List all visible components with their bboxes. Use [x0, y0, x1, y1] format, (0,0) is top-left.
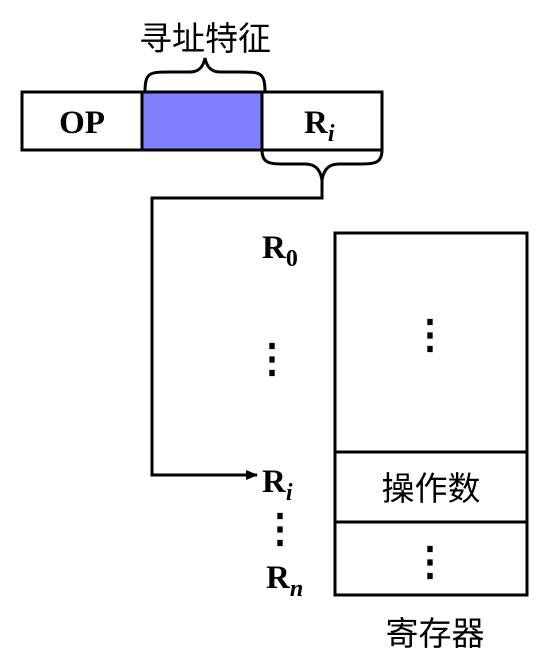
register-field-brace [260, 149, 384, 181]
opcode-field: OP [20, 90, 144, 152]
register-file-ellipsis-upper: ⋮ [410, 312, 450, 357]
addressing-feature-field [140, 90, 264, 152]
operand-cell-label: 操作数 [382, 469, 481, 508]
register-file-caption: 寄存器 [386, 614, 485, 653]
register-pointer-arrow [150, 180, 324, 480]
register-file [333, 231, 529, 597]
register-ri-label: Ri [262, 464, 293, 506]
svg-text:Ri: Ri [304, 105, 335, 147]
register-ellipsis-lower: ⋮ [260, 506, 300, 551]
register-field-subscript: i [328, 121, 335, 147]
register-rn-label: Rn [266, 560, 303, 602]
addressing-feature-brace [143, 57, 267, 93]
register-field-base: R [304, 105, 329, 141]
addressing-feature-title: 寻址特征 [139, 19, 271, 58]
opcode-label: OP [59, 105, 105, 141]
register-file-ellipsis-lower: ⋮ [410, 539, 450, 584]
register-ellipsis-upper: ⋮ [252, 336, 292, 381]
register-r0-label: R0 [262, 230, 298, 272]
register-field: Ri [260, 90, 384, 152]
